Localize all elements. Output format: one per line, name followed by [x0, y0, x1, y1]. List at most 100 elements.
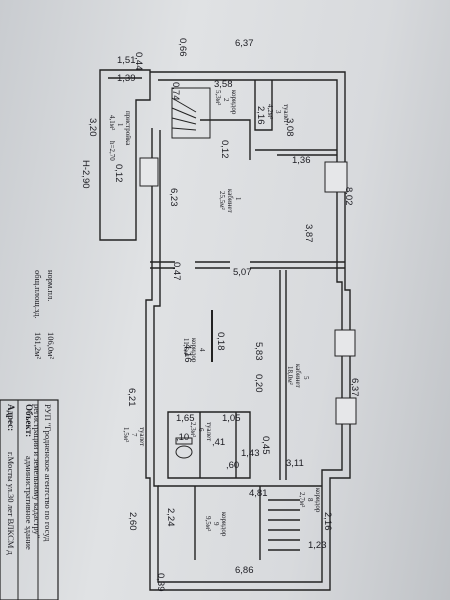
dim-label: ,10: [176, 432, 189, 443]
dim-label: 4,81: [249, 488, 268, 499]
svg-text:2: 2: [222, 98, 230, 102]
dim-right-mid-width: 6,37: [349, 378, 360, 397]
svg-text:1,5м²: 1,5м²: [122, 427, 130, 442]
room-labels: 1 кабинет 25,5м² коридор 2 5,3м² туалет …: [108, 90, 322, 537]
svg-text:4,2м²: 4,2м²: [266, 104, 274, 119]
room-7-label: туалет 7 1,5м²: [122, 427, 146, 446]
svg-text:коридор: коридор: [230, 90, 238, 115]
dim-label: 0,12: [113, 164, 124, 183]
dim-label: 0,39: [155, 573, 166, 592]
room-6-label: туалет 6 2,3м²: [189, 422, 213, 441]
stamp-org: РУП "Гродненское агентство по госуд реги…: [32, 404, 53, 542]
stamp-address-value: г.Мосты ул.30 лет ВЛКСМ д: [6, 452, 16, 555]
stamp-object-label: Объект:: [24, 404, 34, 437]
room-1-label: 1 кабинет 25,5м²: [218, 189, 242, 213]
dim-label: 5,83: [253, 342, 264, 361]
dim-label: 3,87: [303, 224, 314, 243]
total-area-value: 161,2м²: [33, 332, 43, 360]
stamp-address-label: Адрес:: [6, 404, 16, 431]
svg-text:4,1м²: 4,1м²: [108, 115, 116, 130]
dim-label: 1,39: [117, 73, 136, 84]
room-3-label: туалет 3 4,2м²: [266, 104, 290, 123]
dim-label: ,41: [212, 437, 225, 448]
annex-1-label: пристройка 1 4,1м² h=2,70: [108, 111, 132, 161]
svg-text:9: 9: [212, 522, 220, 526]
dim-label: 1,23: [308, 540, 327, 551]
dim-label: ,60: [226, 460, 239, 471]
svg-text:коридор: коридор: [190, 338, 198, 363]
dim-label: 3,11: [286, 458, 304, 469]
dimension-labels: 6,37 8,02 6,37 6,86 6,23 6,21 0,66 1,51 …: [80, 38, 360, 592]
dim-left-lower: 6,21: [126, 388, 137, 407]
svg-text:7: 7: [130, 433, 138, 437]
dim-label: 2,24: [165, 508, 176, 527]
dim-label: 1,65: [176, 413, 195, 424]
svg-text:туалет: туалет: [205, 422, 213, 441]
norm-area-value: 106,0м²: [46, 332, 56, 360]
svg-text:1: 1: [116, 123, 124, 127]
area-summary: норм.пл. общ.площ.зд. 106,0м² 161,2м²: [33, 270, 56, 360]
dim-label: 0,74: [170, 82, 181, 101]
windows: [139, 157, 357, 425]
svg-text:кабинет: кабинет: [226, 189, 234, 213]
dim-label: 5,07: [233, 267, 252, 278]
dim-label: 0,18: [215, 332, 226, 351]
norm-area-label: норм.пл.: [46, 270, 56, 301]
dim-label: 0,47: [171, 262, 182, 281]
room-5-label: 5 кабинет 18,0м²: [286, 364, 310, 388]
dim-label: 3,58: [214, 79, 233, 90]
dim-right-top-height: 8,02: [343, 187, 354, 206]
dim-label: 4,16: [182, 344, 193, 363]
room-9-label: коридор 9 9,5м²: [204, 512, 228, 537]
svg-text:туалет: туалет: [138, 427, 146, 446]
svg-text:h=2,70: h=2,70: [108, 141, 116, 161]
dim-label: 1,05: [222, 413, 241, 424]
total-area-label: общ.площ.зд.: [33, 270, 43, 319]
dim-bottom-width: 6,86: [235, 565, 254, 576]
dim-left-total: 6,23: [168, 188, 179, 207]
dim-label: 2,16: [322, 512, 333, 531]
svg-text:коридор: коридор: [220, 512, 228, 537]
dim-label: 1,43: [241, 448, 260, 459]
dim-label: 2,16: [255, 106, 266, 125]
svg-text:туалет: туалет: [282, 104, 290, 123]
svg-text:5,3м²: 5,3м²: [214, 90, 222, 105]
svg-text:3: 3: [274, 110, 282, 114]
svg-text:пристройка: пристройка: [124, 111, 132, 146]
stamp-address: Адрес: г.Мосты ул.30 лет ВЛКСМ д: [6, 404, 16, 555]
dim-label: 1,36: [292, 155, 311, 166]
dim-top-width: 6,37: [235, 38, 254, 49]
dim-label: 3,20: [87, 118, 98, 137]
stamp-object-value: административное здание: [24, 456, 34, 550]
svg-text:2,3м²: 2,3м²: [189, 422, 197, 437]
svg-text:6: 6: [197, 428, 205, 432]
toilet-fixture-icon: [175, 437, 193, 459]
title-block: РУП "Гродненское агентство по госуд реги…: [0, 399, 59, 600]
dim-label: 1,51: [117, 55, 136, 66]
room-4-label: 4 коридор 11,6м²: [182, 338, 206, 363]
svg-text:11,6м²: 11,6м²: [182, 338, 190, 357]
dim-label: 0,66: [177, 38, 188, 57]
svg-text:коридор: коридор: [314, 488, 322, 513]
svg-text:1: 1: [234, 197, 242, 201]
svg-text:18,0м²: 18,0м²: [286, 366, 294, 385]
svg-text:4: 4: [198, 348, 206, 352]
dim-label: 0,20: [253, 374, 264, 393]
svg-text:2,7м²: 2,7м²: [298, 492, 306, 507]
dim-label: 0,12: [219, 140, 230, 159]
svg-text:8: 8: [306, 498, 314, 502]
dim-label: H-2,90: [80, 160, 91, 189]
stamp-org-line1: РУП "Гродненское агентство по госуд: [43, 404, 53, 542]
dim-label: 0,44: [133, 52, 144, 71]
svg-text:кабинет: кабинет: [294, 364, 302, 388]
dim-label: 3,08: [284, 118, 295, 137]
plan-walls: [99, 69, 351, 591]
dim-label: 2,60: [127, 512, 138, 531]
svg-text:25,5м²: 25,5м²: [218, 191, 226, 210]
room-8-label: коридор 8 2,7м²: [298, 488, 322, 513]
svg-text:9,5м²: 9,5м²: [204, 516, 212, 531]
staircase-top: [171, 87, 211, 139]
room-2-label: коридор 2 5,3м²: [214, 90, 238, 115]
